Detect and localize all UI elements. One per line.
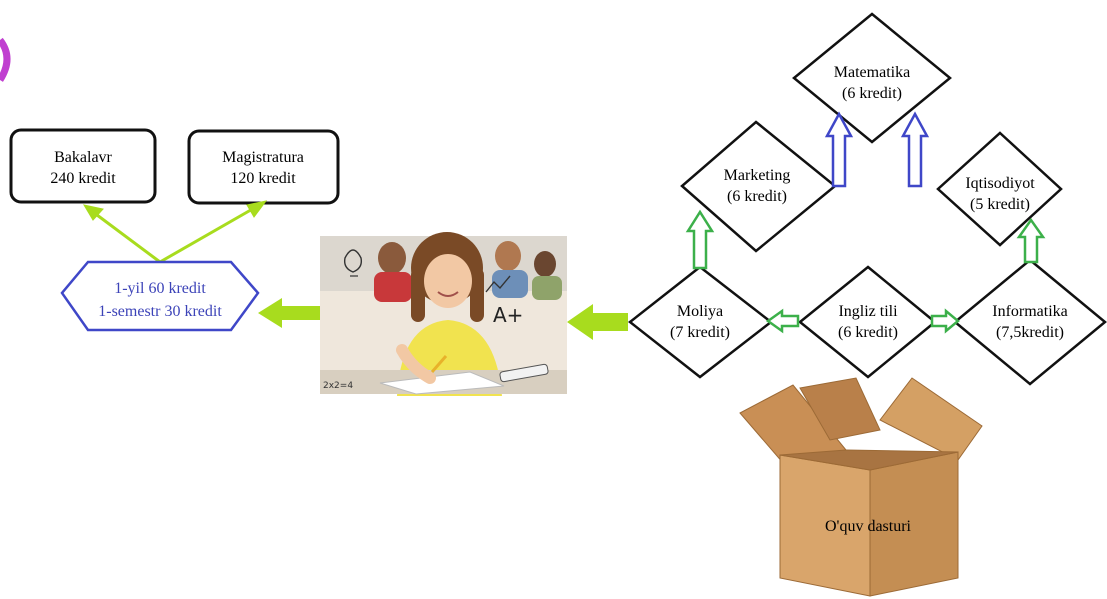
ingliz-credit: (6 kredit) <box>838 324 898 341</box>
master-credits: 120 kredit <box>230 170 296 187</box>
informatika-credit: (7,5kredit) <box>996 324 1064 341</box>
marketing-name: Marketing <box>724 167 791 184</box>
corner-arc-decoration <box>0 37 11 82</box>
subject-matematika: Matematika (6 kredit) <box>792 12 952 144</box>
master-label: Magistratura <box>222 149 304 166</box>
credits-hexagon: 1-yil 60 kredit 1-semestr 30 kredit <box>60 260 260 332</box>
moliya-name: Moliya <box>677 303 723 320</box>
subject-iqtisodiyot: Iqtisodiyot (5 kredit) <box>936 131 1063 247</box>
bachelor-credits: 240 kredit <box>50 170 116 187</box>
marketing-to-matematika-arrow <box>824 111 854 188</box>
photo-to-credits-arrow <box>258 298 320 328</box>
blue-arrows <box>824 111 930 188</box>
subject-marketing: Marketing (6 kredit) <box>680 120 837 253</box>
classroom-photo: A+ 2x2=4 <box>320 232 567 396</box>
subject-moliya: Moliya (7 kredit) <box>627 265 774 379</box>
subject-informatika: Informatika (7,5kredit) <box>953 258 1107 386</box>
subjects-to-photo-arrow <box>567 304 628 340</box>
ingliz-name: Ingliz tili <box>838 303 898 320</box>
ingliz-to-moliya-arrow <box>765 308 800 334</box>
bachelor-label: Bakalavr <box>54 149 112 166</box>
subject-ingliz-tili: Ingliz tili (6 kredit) <box>798 265 937 379</box>
iqtisodiyot-credit: (5 kredit) <box>970 196 1030 213</box>
informatika-to-iqtisodiyot-arrow <box>1016 217 1046 264</box>
master-box: Magistratura 120 kredit <box>187 129 340 205</box>
matematika-credit: (6 kredit) <box>842 85 902 102</box>
green-arrows <box>685 209 1046 334</box>
informatika-name: Informatika <box>992 303 1068 320</box>
curriculum-box: O'quv dasturi <box>739 377 983 597</box>
photo-caption: 2x2=4 <box>323 381 353 391</box>
credits-year: 1-yil 60 kredit <box>114 280 206 297</box>
marketing-credit: (6 kredit) <box>727 188 787 205</box>
box-label: O'quv dasturi <box>825 518 912 535</box>
bachelor-box: Bakalavr 240 kredit <box>9 128 157 204</box>
degree-split-arrows <box>82 200 268 264</box>
ingliz-to-informatika-arrow <box>930 308 960 334</box>
credits-semester: 1-semestr 30 kredit <box>98 303 222 320</box>
moliya-to-marketing-arrow <box>685 209 715 270</box>
iqtisodiyot-name: Iqtisodiyot <box>965 175 1035 192</box>
photo-board-text: A+ <box>493 303 523 327</box>
moliya-credit: (7 kredit) <box>670 324 730 341</box>
matematika-name: Matematika <box>834 64 910 81</box>
iqtisodiyot-to-matematika-arrow <box>900 111 930 188</box>
